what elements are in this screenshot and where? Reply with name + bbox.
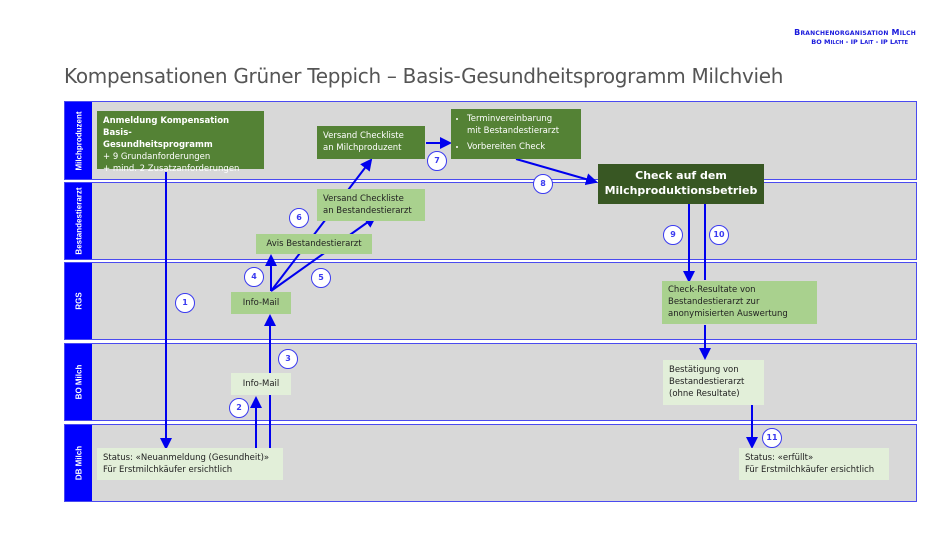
box-status-neuanmeldung: Status: «Neuanmeldung (Gesundheit)» Für … xyxy=(97,448,283,480)
anmeldung-title-1: Anmeldung Kompensation Basis- xyxy=(103,116,230,138)
box-avis: Avis Bestandestierarzt xyxy=(256,234,372,254)
anmeldung-line-4: + mind. 2 Zusatzanforderungen xyxy=(103,164,240,174)
check-line-2: Milchproduktionsbetrieb xyxy=(604,184,758,197)
lane-label-text: Bestandestierarzt xyxy=(74,187,83,255)
step-1: 1 xyxy=(175,293,195,313)
lane-label: Bestandestierarzt xyxy=(65,183,92,259)
box-status-erfuellt: Status: «erfüllt» Für Erstmilchkäufer er… xyxy=(739,448,889,480)
info-mail-rgs-text: Info-Mail xyxy=(242,298,280,308)
step-7: 7 xyxy=(427,151,447,171)
versand-mp-line-2: an Milchproduzent xyxy=(323,143,402,153)
box-bestaetigung: Bestätigung von Bestandestierarzt (ohne … xyxy=(663,360,764,405)
step-3: 3 xyxy=(278,349,298,369)
org-subtitle: BO Milch - IP Lait - IP Latte xyxy=(811,38,908,46)
resultate-line-2: Bestandestierarzt zur xyxy=(668,297,760,307)
step-9: 9 xyxy=(663,225,683,245)
bestaetigung-line-3: (ohne Resultate) xyxy=(669,389,740,399)
lane-label: BO Milch xyxy=(65,344,92,420)
step-11: 11 xyxy=(762,428,782,448)
lane-bo-milch: BO Milch xyxy=(64,343,917,421)
lane-label: Milchproduzent xyxy=(65,102,92,179)
box-info-mail-rgs: Info-Mail xyxy=(231,292,291,314)
step-2: 2 xyxy=(229,398,249,418)
lane-label-text: DB Milch xyxy=(74,445,83,481)
step-5: 5 xyxy=(311,268,331,288)
lane-label-text: BO Milch xyxy=(74,364,83,400)
box-anmeldung: Anmeldung Kompensation Basis- Gesundheit… xyxy=(97,111,264,174)
anmeldung-title-2: Gesundheitsprogramm xyxy=(103,140,213,150)
resultate-line-3: anonymisierten Auswertung xyxy=(668,309,788,319)
step-4: 4 xyxy=(244,267,264,287)
box-check-resultate: Check-Resultate von Bestandestierarzt zu… xyxy=(662,281,817,324)
versand-ta-line-1: Versand Checkliste xyxy=(323,194,404,204)
info-mail-bo-text: Info-Mail xyxy=(242,379,280,389)
lane-label: DB Milch xyxy=(65,425,92,501)
lane-bestandestierarzt: Bestandestierarzt xyxy=(64,182,917,260)
anmeldung-line-3: + 9 Grundanforderungen xyxy=(103,152,211,162)
lane-label-text: RGS xyxy=(74,292,83,310)
status-neu-line-1: Status: «Neuanmeldung (Gesundheit)» xyxy=(103,453,270,463)
lane-label: RGS xyxy=(65,263,92,339)
box-versand-milchproduzent: Versand Checkliste an Milchproduzent xyxy=(317,126,425,159)
step-6: 6 xyxy=(289,208,309,228)
step-10: 10 xyxy=(709,225,729,245)
avis-text: Avis Bestandestierarzt xyxy=(266,239,362,249)
check-line-1: Check auf dem xyxy=(635,169,727,182)
versand-mp-line-1: Versand Checkliste xyxy=(323,131,404,141)
status-erfuellt-line-1: Status: «erfüllt» xyxy=(745,453,814,463)
status-erfuellt-line-2: Für Erstmilchkäufer ersichtlich xyxy=(745,465,875,475)
resultate-line-1: Check-Resultate von xyxy=(668,285,756,295)
termin-bullet-2: Vorbereiten Check xyxy=(467,141,577,153)
step-8: 8 xyxy=(533,174,553,194)
lane-label-text: Milchproduzent xyxy=(74,110,83,171)
org-header: Branchenorganisation Milch BO Milch - IP… xyxy=(794,28,916,46)
page-title: Kompensationen Grüner Teppich – Basis-Ge… xyxy=(64,64,784,88)
bestaetigung-line-2: Bestandestierarzt xyxy=(669,377,745,387)
status-neu-line-2: Für Erstmilchkäufer ersichtlich xyxy=(103,465,233,475)
box-check-betrieb: Check auf dem Milchproduktionsbetrieb xyxy=(598,164,764,204)
box-versand-tierarzt: Versand Checkliste an Bestandestierarzt xyxy=(317,189,425,221)
box-info-mail-bo: Info-Mail xyxy=(231,373,291,395)
bestaetigung-line-1: Bestätigung von xyxy=(669,365,739,375)
org-name: Branchenorganisation Milch xyxy=(794,28,916,37)
versand-ta-line-2: an Bestandestierarzt xyxy=(323,206,412,216)
